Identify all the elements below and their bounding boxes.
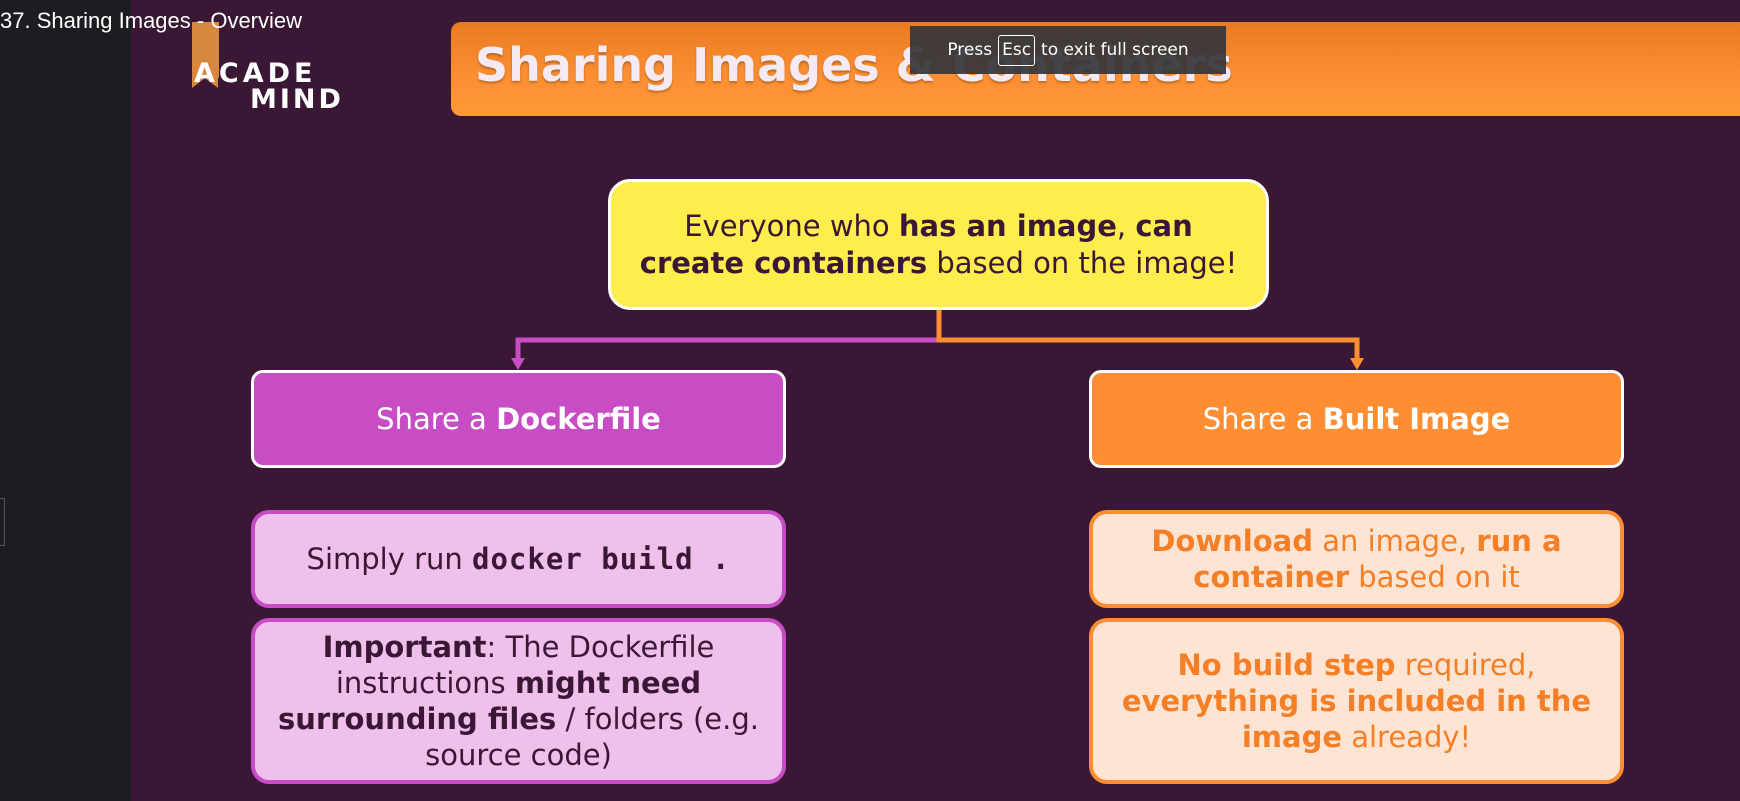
heading-prefix: Share a [1202, 402, 1323, 436]
arrowhead-right [1350, 358, 1364, 370]
presentation-slide: ACADE MIND Sharing Images & Containers E… [131, 0, 1740, 801]
note-text-2: already! [1342, 720, 1472, 754]
note-text-1: : The Dockerfile instructions [335, 630, 715, 700]
heading-prefix: Share a [376, 402, 497, 436]
connector-line-right [936, 310, 1360, 362]
note-text-2: based on it [1349, 560, 1520, 594]
notice-text-before: Press [947, 40, 993, 60]
statement-text-3: based on the image! [927, 245, 1238, 280]
edge-handle[interactable] [0, 498, 5, 546]
heading-bold: Dockerfile [496, 402, 661, 436]
note-text-2: / folders (e.g. source code) [425, 702, 759, 772]
note-bold-1: Download [1151, 524, 1313, 558]
logo-text-line1: ACADE [194, 58, 317, 89]
logo-bookmark-icon [192, 22, 219, 88]
download-note: Download an image, run a container based… [1089, 510, 1624, 608]
statement-bold-1: has an image [898, 208, 1117, 243]
share-built-image-box: Share a Built Image [1089, 370, 1624, 468]
share-dockerfile-box: Share a Dockerfile [251, 370, 786, 468]
heading-bold: Built Image [1322, 402, 1511, 436]
important-note: Important: The Dockerfile instructions m… [251, 618, 786, 784]
docker-build-note: Simply run docker build . [251, 510, 786, 608]
note-bold-2: run a container [1193, 524, 1562, 594]
statement-text-1: Everyone who [684, 208, 899, 243]
window-title: 37. Sharing Images - Overview [0, 8, 303, 33]
connector-arrows [511, 310, 1364, 370]
statement-bold-2: can create containers [639, 208, 1193, 280]
logo-text-line2: MIND [250, 84, 344, 115]
docker-build-command: docker build . [472, 542, 731, 576]
no-build-step-note: No build step required, everything is in… [1089, 618, 1624, 784]
note-text-1: an image, [1313, 524, 1477, 558]
central-statement-box: Everyone who has an image, can create co… [608, 179, 1269, 310]
note-bold-1: No build step [1177, 648, 1396, 682]
note-bold-1: Important [322, 630, 487, 664]
connector-line-left [515, 310, 942, 362]
fullscreen-notice: Press Esc to exit full screen [910, 26, 1226, 74]
statement-text-2: , [1116, 208, 1136, 243]
note-bold-2: everything is included in the image [1121, 684, 1592, 754]
note-text: Simply run [306, 542, 473, 576]
arrowhead-left [511, 358, 525, 370]
esc-key-badge: Esc [998, 34, 1036, 66]
note-bold-2: might need surrounding files [277, 666, 702, 736]
note-text-1: required, [1395, 648, 1536, 682]
notice-text-after: to exit full screen [1041, 40, 1189, 60]
